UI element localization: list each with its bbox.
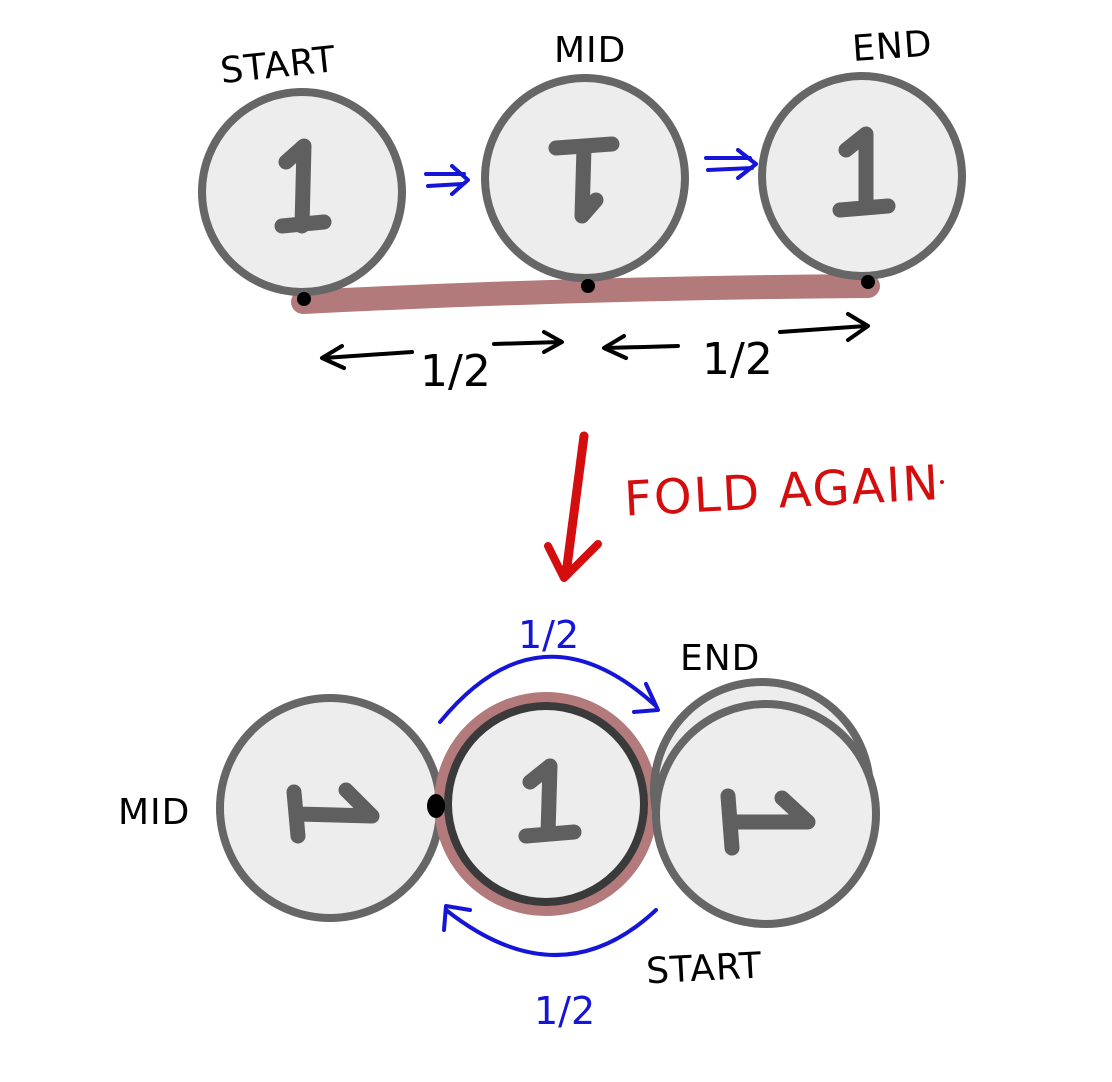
bottom-arc-arrow-top <box>438 654 660 724</box>
digit-1-upright <box>832 126 896 218</box>
fold-again-label: FOLD AGAIN <box>623 455 942 527</box>
top-label-end: END <box>851 23 934 70</box>
top-arrow-start-to-mid <box>424 164 470 196</box>
bottom-dot-left <box>427 794 445 818</box>
top-dot-start <box>297 292 311 306</box>
digit-1-upright <box>518 758 582 844</box>
top-dot-mid <box>581 279 595 293</box>
fold-label-dot <box>940 480 944 484</box>
top-half-right-label: 1/2 <box>702 334 773 385</box>
bottom-half-bottom-label: 1/2 <box>534 989 595 1033</box>
digit-1-upright <box>274 138 332 234</box>
top-label-start: START <box>218 39 338 92</box>
bottom-circle-center <box>434 692 658 916</box>
digit-1-inverted <box>548 136 620 224</box>
top-circle-mid <box>481 74 689 282</box>
bottom-half-top-label: 1/2 <box>518 613 579 657</box>
bottom-label-mid: MID <box>118 792 190 833</box>
bottom-label-end: END <box>680 638 760 679</box>
bottom-circle-right-stack <box>650 678 880 928</box>
top-circle-start <box>198 88 406 296</box>
top-dot-end <box>861 275 875 289</box>
bottom-circle-left <box>216 694 444 922</box>
bottom-arc-arrow-bottom <box>442 904 658 957</box>
bottom-label-start: START <box>645 945 763 992</box>
digit-1-rotated <box>286 782 380 844</box>
fold-arrow <box>544 431 602 582</box>
top-half-left-label: 1/2 <box>420 346 491 397</box>
digit-1-rotated <box>720 788 816 856</box>
top-strip <box>291 274 880 314</box>
top-arrow-mid-to-end <box>704 148 758 180</box>
top-label-mid: MID <box>554 30 626 71</box>
top-half-arrow-right <box>602 312 870 360</box>
top-circle-end <box>758 72 966 280</box>
top-half-arrow-left <box>320 330 564 370</box>
